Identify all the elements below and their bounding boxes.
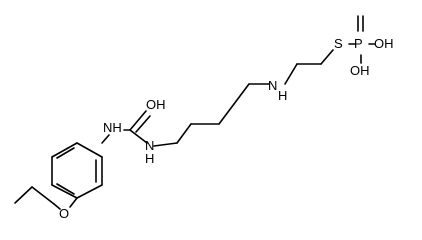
atom-label-oh-p-bottom: OH	[350, 63, 370, 78]
bond-ethyl-1	[14, 186, 33, 204]
bond-ring-4	[51, 142, 78, 158]
bond-ethyl-2	[31, 186, 55, 205]
bond-urea-n	[129, 129, 148, 144]
bond-ring-6	[51, 184, 78, 199]
bond-ring-double-2	[56, 147, 75, 159]
bond-ring-nh	[101, 134, 110, 144]
bond-chain-1	[153, 142, 178, 147]
molecule-canvas: OH NH N H O N H S P OH OH	[14, 15, 394, 221]
atom-label-n-amine: N	[268, 78, 277, 93]
bond-layer	[14, 15, 376, 210]
atom-label-layer: OH NH N H O N H S P OH OH	[59, 36, 394, 221]
atom-label-p: P	[354, 36, 363, 51]
atom-label-n-urea: N	[145, 138, 154, 153]
atom-label-h-urea: H	[145, 151, 154, 166]
atom-label-s: S	[334, 36, 343, 51]
molecule-structure: OH NH N H O N H S P OH OH	[14, 15, 394, 221]
bond-ring-3	[76, 142, 103, 158]
bond-chain-sulfur	[320, 49, 334, 65]
atom-label-h-amine: H	[278, 88, 287, 103]
bond-ether-left	[53, 203, 61, 210]
atom-label-oh-top: OH	[146, 97, 166, 112]
atom-label-nh-left: NH	[103, 120, 122, 135]
bond-ether-right	[69, 197, 78, 208]
bond-chain-4	[218, 103, 235, 125]
bond-chain-5	[233, 83, 250, 105]
bond-carbonyl-1	[129, 110, 147, 131]
atom-label-o-ether: O	[59, 206, 69, 221]
bond-chain-2	[176, 123, 192, 144]
bond-ring-double-3	[56, 183, 75, 195]
atom-label-oh-p-right: OH	[374, 36, 394, 51]
bond-carbonyl-2	[135, 115, 151, 133]
bond-amine-chain-1	[284, 63, 298, 85]
bond-ring-1	[76, 184, 103, 199]
